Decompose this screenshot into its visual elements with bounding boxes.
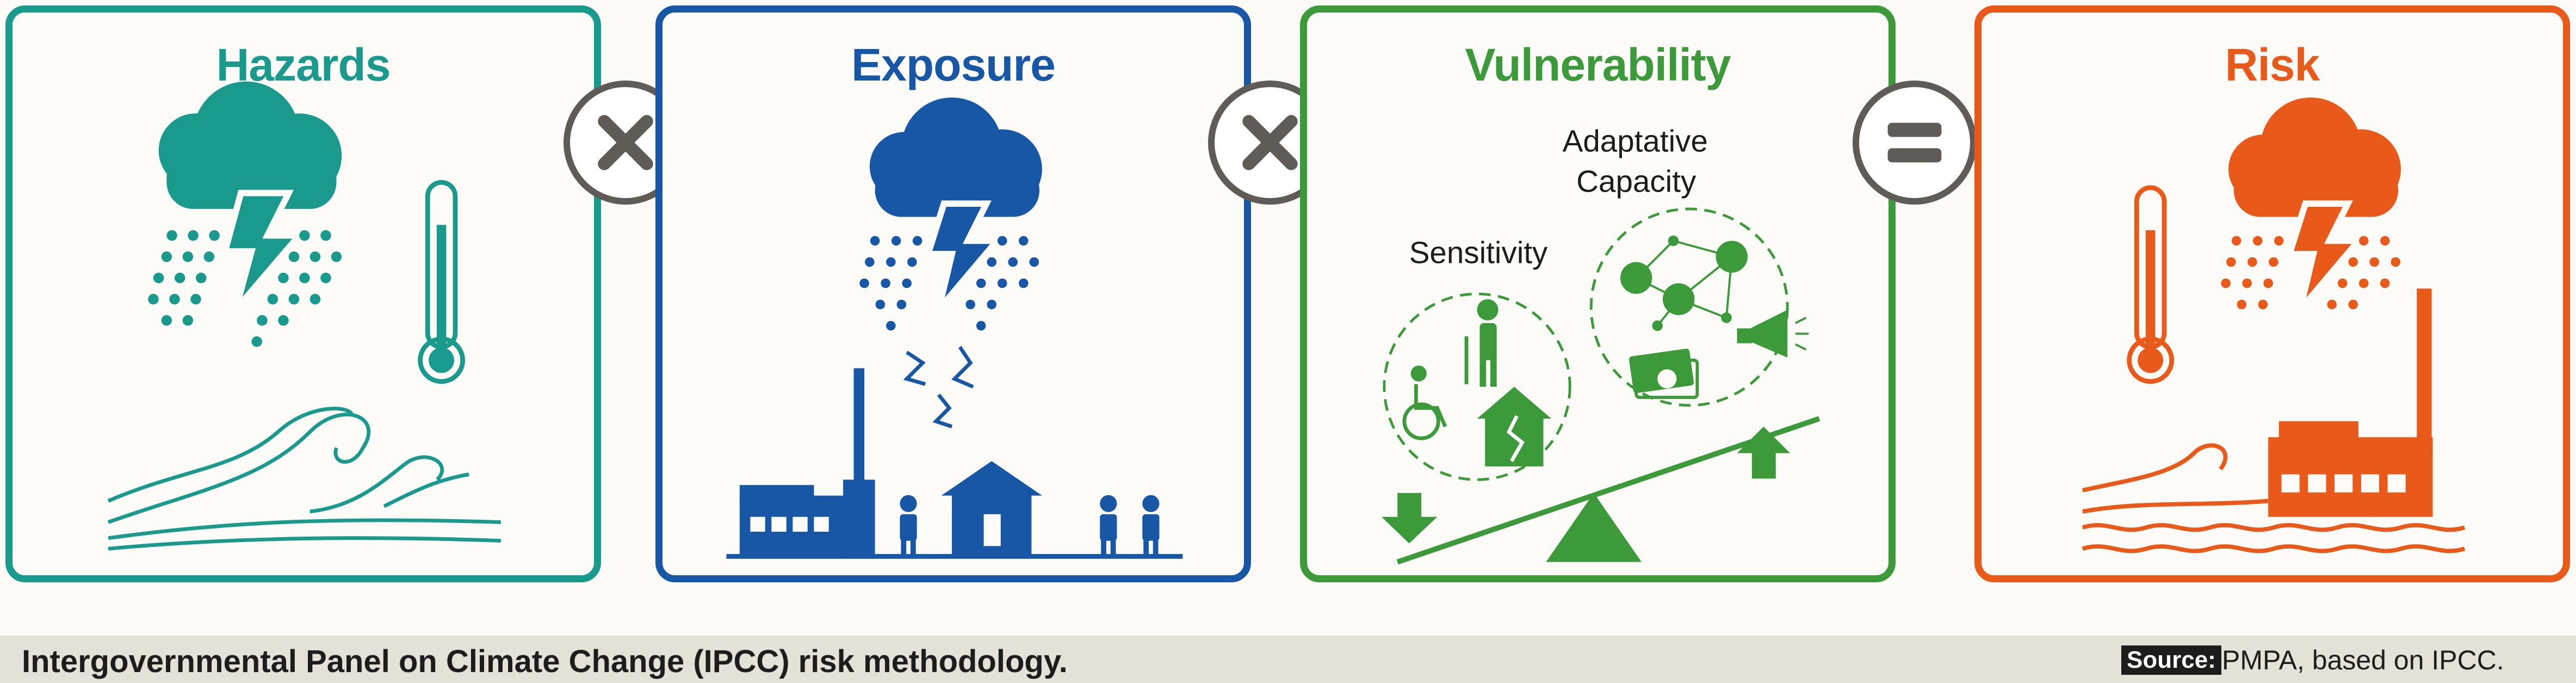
money-icon — [1629, 348, 1699, 399]
elderly-person-icon — [1464, 299, 1498, 387]
adaptive-capacity-circle — [1589, 207, 1789, 407]
wave-icon — [107, 407, 501, 551]
factory-icon — [2268, 288, 2433, 517]
storm-cloud-icon — [869, 97, 1042, 312]
exposure-illustration — [726, 97, 1183, 559]
flood-wave-icon — [2082, 443, 2466, 553]
risk-illustration — [2082, 97, 2466, 553]
equals-icon — [1887, 122, 1942, 163]
source-text: PMPA, based on IPCC. — [2222, 645, 2504, 675]
vulnerability-title: Vulnerability — [1465, 39, 1731, 90]
sensitivity-circle — [1383, 292, 1571, 481]
down-arrow-icon — [1381, 493, 1438, 544]
vulnerability-panel: Vulnerability Sensitivity Adaptative Cap… — [1300, 5, 1896, 582]
thermometer-icon — [418, 180, 466, 384]
thermometer-icon — [2127, 185, 2175, 384]
sensitivity-label: Sensitivity — [1409, 235, 1548, 269]
hazards-illustration — [107, 81, 501, 551]
ground-line — [726, 553, 1183, 559]
rain-dots-icon — [148, 230, 342, 347]
rain-dots-icon — [859, 236, 1039, 331]
figure-caption: Intergovernmental Panel on Climate Chang… — [22, 644, 1068, 679]
risk-title: Risk — [2225, 39, 2320, 90]
exposure-title: Exposure — [851, 39, 1056, 90]
storm-cloud-icon — [2228, 97, 2401, 312]
wheelchair-icon — [1402, 365, 1447, 440]
person-node-icon — [1620, 235, 1748, 331]
damaged-house-icon — [1477, 386, 1552, 467]
house-icon — [941, 461, 1042, 554]
vulnerability-illustration: Sensitivity Adaptative Capacity — [1381, 124, 1820, 565]
equals-operator — [1853, 81, 1977, 205]
factory-icon — [739, 368, 875, 554]
risk-panel: Risk — [1974, 5, 2570, 582]
exposure-panel: Exposure — [655, 5, 1251, 582]
storm-cloud-icon — [158, 81, 342, 312]
multiply-icon — [598, 115, 653, 170]
rain-dots-icon — [2221, 236, 2401, 310]
lightning-zigzag-icon — [903, 346, 974, 429]
megaphone-icon — [1737, 310, 1809, 358]
footer-bar: Intergovernmental Panel on Climate Chang… — [0, 636, 2576, 683]
hazards-panel: Hazards — [5, 5, 601, 582]
person-icon — [900, 495, 1160, 557]
up-arrow-icon — [1737, 426, 1791, 479]
source-label: Source: — [2121, 645, 2221, 675]
adaptive-capacity-label-line2: Capacity — [1576, 164, 1696, 199]
multiply-icon — [1242, 115, 1298, 170]
adaptive-capacity-label-line1: Adaptative — [1563, 124, 1708, 158]
